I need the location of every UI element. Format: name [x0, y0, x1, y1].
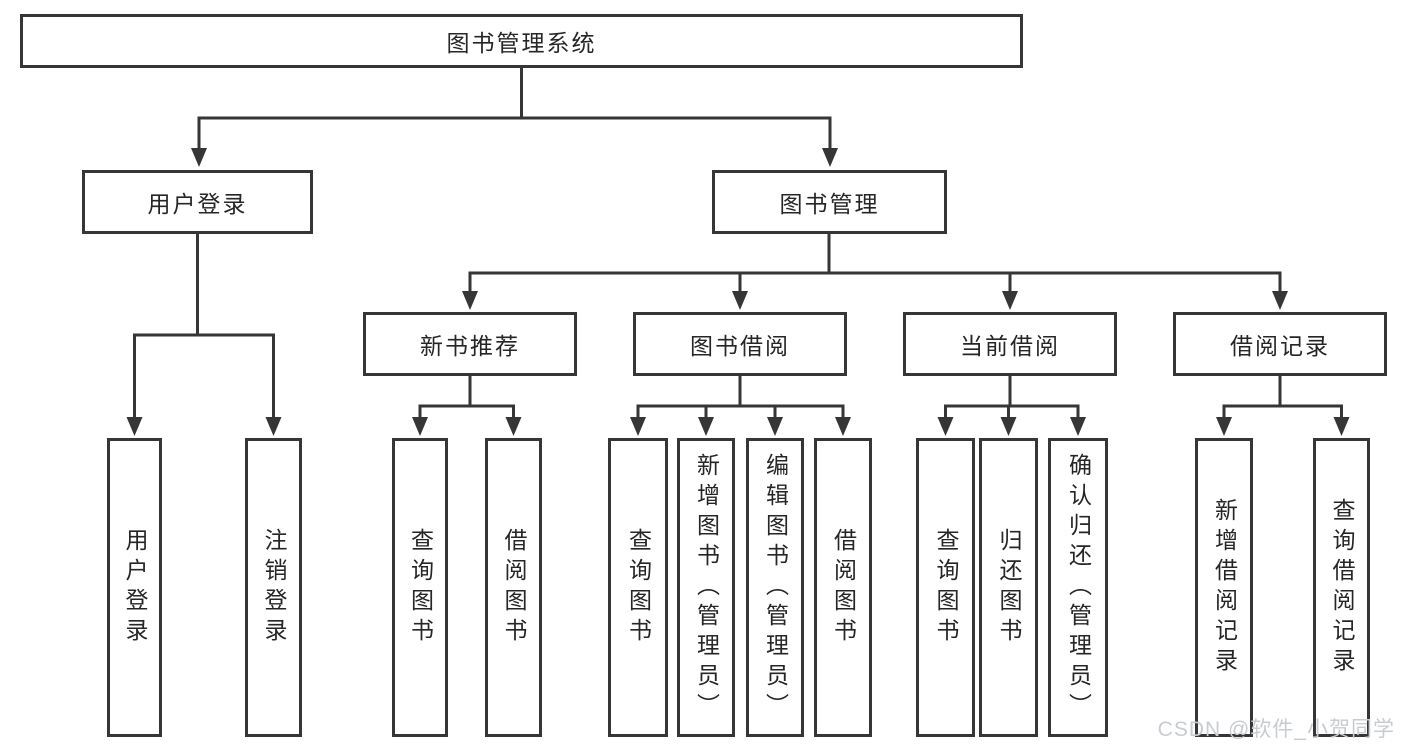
node-user-login: 用户登录 — [82, 170, 313, 234]
leaf-edit-books-admin: 编辑图书（管理员） — [746, 438, 804, 737]
leaf-add-books-admin: 新增图书（管理员） — [677, 438, 735, 737]
edge-newbook-split — [418, 404, 515, 418]
node-root: 图书管理系统 — [20, 14, 1023, 68]
leaf-add-borrow-record: 新增借阅记录 — [1195, 438, 1253, 737]
edge-bookmgmt-split — [468, 271, 1282, 292]
edge-records-split — [1222, 404, 1343, 418]
leaf-query-books-2: 查询图书 — [608, 438, 668, 737]
leaf-borrow-books: 借阅图书 — [485, 438, 542, 737]
arrowheads — [126, 148, 1350, 436]
leaf-confirm-return-admin: 确认归还（管理员） — [1048, 438, 1108, 737]
node-new-book-recommendation: 新书推荐 — [363, 312, 577, 376]
csdn-watermark: CSDN @软件_小贺同学 — [1157, 718, 1395, 741]
node-book-borrowing: 图书借阅 — [633, 312, 847, 376]
leaf-user-login: 用户登录 — [107, 438, 162, 737]
edge-borrowing-split — [636, 404, 845, 418]
edge-userlogin-split — [133, 333, 275, 418]
leaf-return-books: 归还图书 — [979, 438, 1038, 737]
leaf-borrow-books-2: 借阅图书 — [814, 438, 872, 737]
leaf-query-books-3: 查询图书 — [916, 438, 975, 737]
leaf-query-books: 查询图书 — [392, 438, 448, 737]
node-borrowing-records: 借阅记录 — [1173, 312, 1387, 376]
edge-root-split — [197, 116, 832, 150]
leaf-logout: 注销登录 — [245, 438, 302, 737]
leaf-query-borrow-record: 查询借阅记录 — [1313, 438, 1370, 737]
node-current-borrowing: 当前借阅 — [903, 312, 1117, 376]
edge-current-split — [944, 404, 1080, 418]
node-book-management: 图书管理 — [712, 170, 947, 234]
